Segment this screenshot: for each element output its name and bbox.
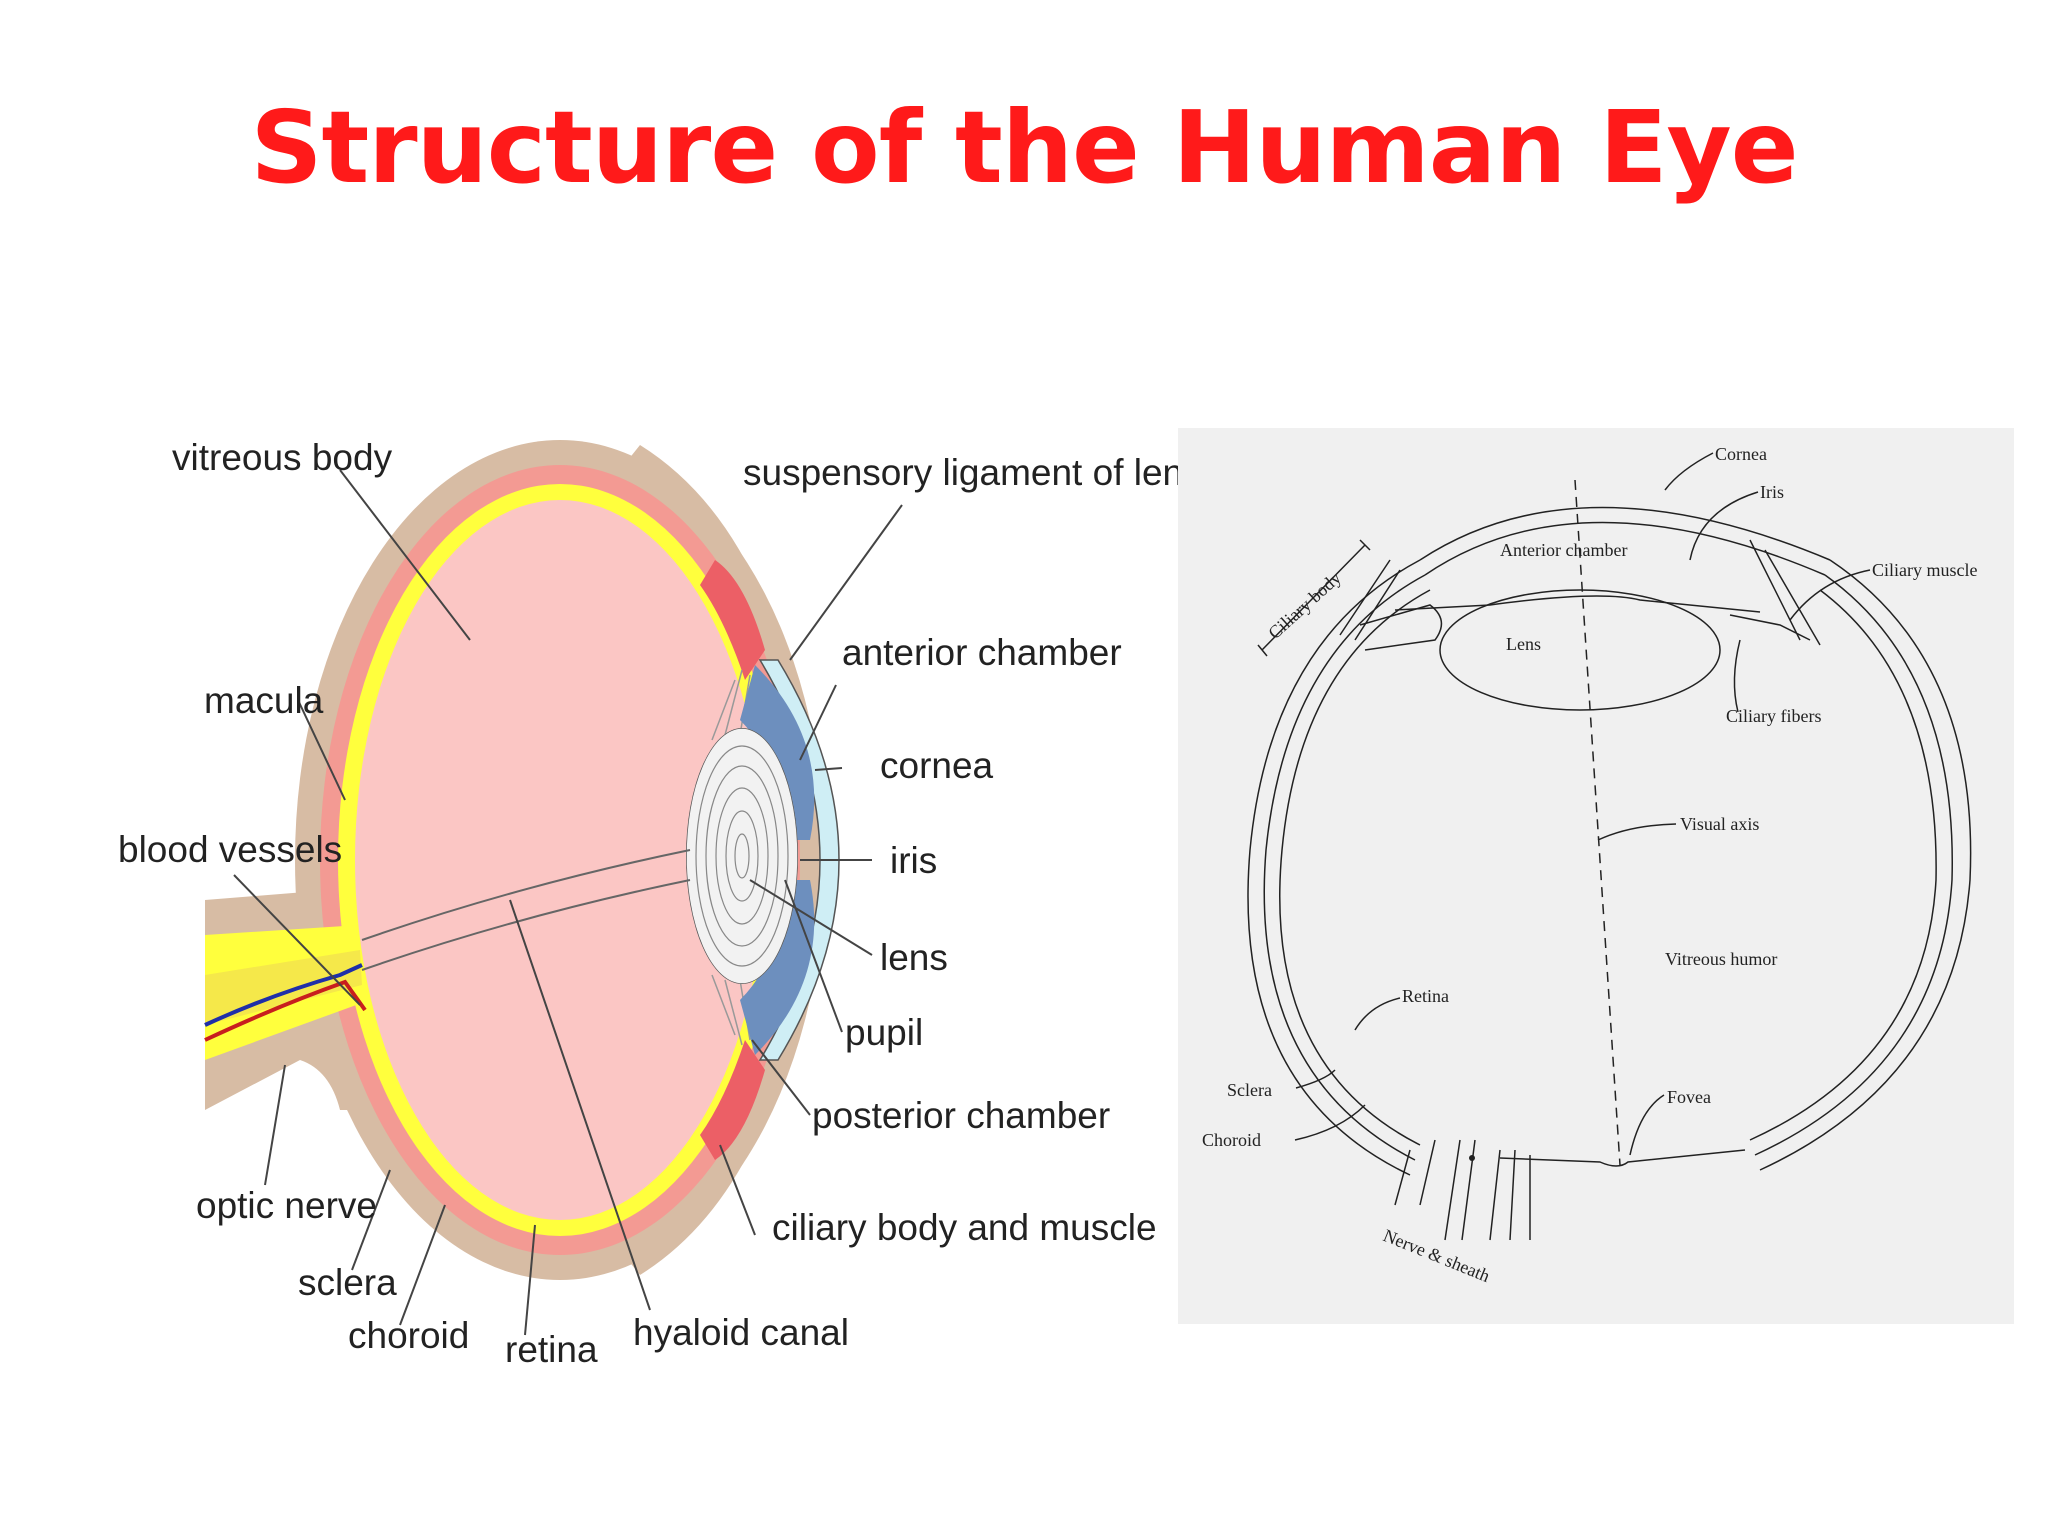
label-choroid: choroid	[348, 1315, 469, 1356]
label-blood-vessels: blood vessels	[118, 829, 342, 870]
left-leader-lines	[233, 469, 903, 1336]
label-r-iris: Iris	[1760, 482, 1784, 502]
label-r-retina: Retina	[1402, 986, 1449, 1006]
left-eye-diagram: vitreous body suspensory ligament of len…	[118, 437, 1202, 1370]
label-lens: lens	[880, 937, 948, 978]
hyaloid-canal	[361, 849, 691, 971]
label-macula: macula	[204, 680, 324, 721]
label-posterior-chamber: posterior chamber	[812, 1095, 1110, 1136]
right-lens	[1439, 589, 1721, 711]
label-r-anterior-chamber: Anterior chamber	[1500, 540, 1627, 560]
label-vitreous-body: vitreous body	[172, 437, 393, 478]
right-fovea-floor	[1499, 1149, 1746, 1167]
label-r-ciliary-fibers: Ciliary fibers	[1726, 706, 1821, 726]
right-sclera-outline	[1247, 559, 1972, 1176]
label-r-lens: Lens	[1506, 634, 1541, 654]
label-r-sclera: Sclera	[1227, 1080, 1272, 1100]
right-panel-background	[1178, 428, 2014, 1324]
label-r-vitreous-humor: Vitreous humor	[1665, 949, 1777, 969]
left-iris	[740, 665, 815, 840]
label-cornea: cornea	[880, 745, 994, 786]
vein	[204, 979, 367, 1042]
label-pupil: pupil	[845, 1012, 923, 1053]
label-r-ciliary-muscle: Ciliary muscle	[1872, 560, 1977, 580]
left-lens	[686, 728, 798, 984]
right-cornea	[1419, 506, 1831, 576]
label-retina: retina	[505, 1329, 598, 1370]
ciliary-body-lower	[700, 1040, 765, 1160]
label-r-choroid: Choroid	[1202, 1130, 1261, 1150]
right-iris-line	[1394, 595, 1761, 613]
label-sclera: sclera	[298, 1262, 397, 1303]
right-ciliary-left	[1339, 559, 1443, 651]
label-optic-nerve: optic nerve	[196, 1185, 377, 1226]
label-iris: iris	[890, 840, 937, 881]
label-hyaloid-canal: hyaloid canal	[633, 1312, 849, 1353]
right-optic-nerve	[1394, 1139, 1531, 1241]
right-ciliary-right	[1729, 539, 1821, 646]
right-retina-outline	[1279, 589, 1937, 1146]
slide-title: Structure of the Human Eye	[250, 89, 1798, 206]
label-anterior-chamber: anterior chamber	[842, 632, 1122, 673]
ciliary-body-bracket	[1257, 539, 1371, 657]
ciliary-body-upper	[700, 560, 765, 680]
visual-axis	[1574, 479, 1621, 1166]
label-ciliary-body-muscle: ciliary body and muscle	[772, 1207, 1157, 1248]
label-r-visual-axis: Visual axis	[1680, 814, 1759, 834]
label-r-fovea: Fovea	[1667, 1087, 1711, 1107]
right-choroid-outline	[1263, 574, 1953, 1161]
label-r-cornea: Cornea	[1715, 444, 1767, 464]
label-suspensory-ligament: suspensory ligament of lens	[743, 452, 1202, 493]
left-iris-lower	[740, 880, 815, 1055]
left-vitreous	[355, 500, 765, 1220]
right-eye-diagram: Cornea Iris Ciliary body Anterior chambe…	[1178, 428, 2014, 1324]
right-leader-lines	[1294, 452, 1871, 1156]
